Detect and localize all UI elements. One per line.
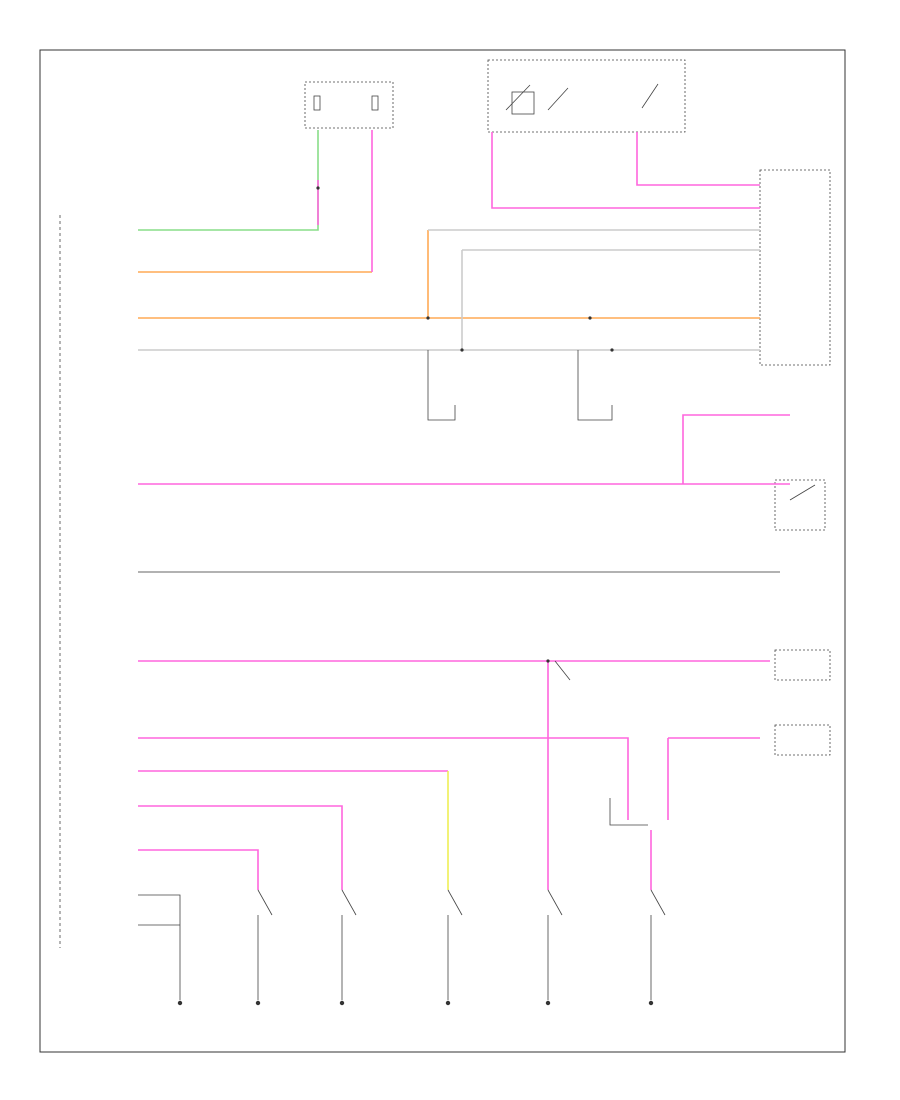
junction-dots: [316, 186, 614, 663]
wire-pink-door-lf: [138, 737, 629, 820]
fuse-block: [304, 81, 394, 129]
right-connector-mid: [774, 479, 826, 531]
diagram-frame: [39, 49, 846, 1053]
right-connector-lower: [774, 649, 831, 681]
wire-green: [138, 130, 319, 231]
right-connector-top: [759, 169, 831, 366]
wire-gray-upper2: [461, 249, 760, 350]
ground-points: [177, 1000, 654, 1006]
switch-group: [257, 484, 816, 1000]
wire-pink-relay-1: [491, 132, 760, 209]
wire-pink-hood: [138, 849, 259, 890]
connector-brackets: [427, 350, 648, 826]
relay-box: [487, 59, 686, 133]
wire-pink-liftgate: [138, 805, 343, 890]
wire-pink-door-rr: [667, 737, 760, 820]
right-connector-bottom: [774, 724, 831, 756]
wire-black-ground: [138, 894, 181, 1000]
wire-pink-ajar-up: [682, 414, 790, 484]
wire-pink-relay-2: [636, 132, 760, 186]
